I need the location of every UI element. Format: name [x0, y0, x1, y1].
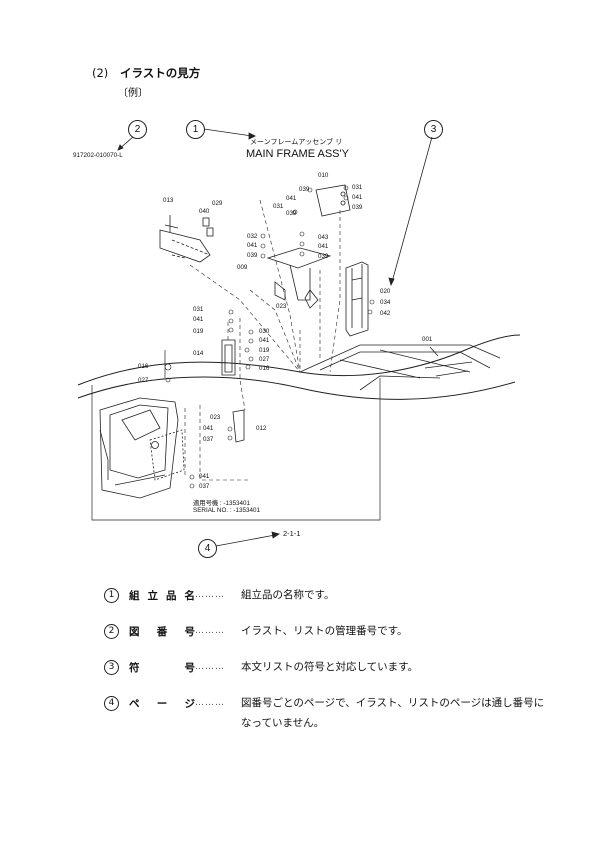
part-label: 023 — [210, 414, 221, 421]
legend-mark: 2 — [104, 624, 119, 639]
part-label: 041 — [318, 243, 329, 250]
page-reference: 2-1-1 — [283, 529, 301, 538]
part-label: 031 — [273, 203, 284, 210]
legend-term: 図番号 — [129, 626, 195, 638]
part-label: 016 — [259, 365, 270, 372]
part-label: 019 — [193, 328, 204, 335]
serial-jp: 適用号機 : -1353401 — [193, 500, 251, 507]
part-label: 041 — [199, 473, 210, 480]
part-label: 037 — [203, 436, 214, 443]
legend-mark: 1 — [104, 588, 119, 603]
part-label: 029 — [212, 200, 223, 207]
serial-en: SERIAL NO. : -1353401 — [193, 507, 260, 514]
exploded-view-drawing — [77, 128, 521, 547]
section-number: (2) — [92, 66, 109, 80]
legend-term: 組立品名 — [129, 590, 195, 602]
part-label: 039 — [247, 252, 258, 259]
section-title: イラストの見方 — [120, 66, 201, 80]
legend-term: 符号 — [129, 662, 195, 674]
legend-item-drawing-number: 2 図番号 ……… イラスト、リストの管理番号です。 — [104, 624, 546, 641]
part-label: 037 — [199, 483, 210, 490]
part-label: 034 — [380, 299, 391, 306]
drawing-number: 917202-010070-L — [73, 152, 123, 159]
legend-item-assembly-name: 1 組立品名 ……… 組立品の名称です。 — [104, 588, 546, 605]
callout-4: 4 — [198, 539, 217, 558]
assembly-name-jp: メーンフレームアッセンブ リ — [250, 138, 343, 146]
legend-desc: 本文リストの符号と対応しています。 — [241, 661, 419, 673]
part-label: 039 — [318, 253, 329, 260]
part-label: 043 — [318, 234, 329, 241]
part-label: 039 — [352, 204, 363, 211]
assembly-name-en: MAIN FRAME ASS'Y — [246, 148, 349, 160]
example-label: 〔例〕 — [118, 88, 148, 99]
part-label: 041 — [193, 316, 204, 323]
legend-dots: ……… — [195, 590, 225, 600]
part-label: 030 — [259, 328, 270, 335]
legend-mark: 3 — [104, 660, 119, 675]
part-label: 016 — [138, 363, 149, 370]
part-label: 041 — [259, 337, 270, 344]
legend-desc: 組立品の名称です。 — [241, 589, 335, 601]
legend-dots: ……… — [195, 626, 225, 636]
legend-mark: 4 — [104, 696, 119, 711]
part-label: 019 — [259, 347, 270, 354]
callout-2: 2 — [128, 120, 147, 139]
callout-3: 3 — [424, 120, 443, 139]
legend-dots: ……… — [195, 698, 225, 708]
part-label: 041 — [247, 242, 258, 249]
part-label: 042 — [380, 310, 391, 317]
part-label: 020 — [380, 288, 391, 295]
legend-item-page: 4 ページ ……… 図番号ごとのページで、イラスト、リストのページは通し番号にな… — [104, 696, 546, 733]
legend-item-reference-number: 3 符号 ……… 本文リストの符号と対応しています。 — [104, 660, 546, 677]
legend-term: ページ — [129, 698, 195, 710]
part-label: 041 — [286, 195, 297, 202]
part-label: 032 — [247, 233, 258, 240]
part-label: 012 — [256, 425, 267, 432]
part-label: 013 — [163, 197, 174, 204]
part-label: 009 — [237, 264, 248, 271]
legend-dots: ……… — [195, 662, 225, 672]
part-label: 040 — [199, 208, 210, 215]
part-label: 027 — [259, 356, 270, 363]
part-label: 023 — [276, 303, 287, 310]
part-label: 041 — [352, 194, 363, 201]
part-label: 001 — [422, 336, 433, 343]
part-label: 027 — [138, 377, 149, 384]
part-label: 039 — [286, 210, 297, 217]
legend-desc: イラスト、リストの管理番号です。 — [241, 625, 408, 637]
callout-1: 1 — [186, 120, 205, 139]
part-label: 031 — [193, 306, 204, 313]
part-label: 031 — [352, 184, 363, 191]
section-heading: (2) イラストの見方 — [92, 65, 200, 81]
part-label: 014 — [193, 350, 204, 357]
part-label: 010 — [318, 172, 329, 179]
part-label: 041 — [203, 425, 214, 432]
part-label: 039 — [299, 186, 310, 193]
legend-desc: 図番号ごとのページで、イラスト、リストのページは通し番号になっていません。 — [241, 697, 545, 729]
